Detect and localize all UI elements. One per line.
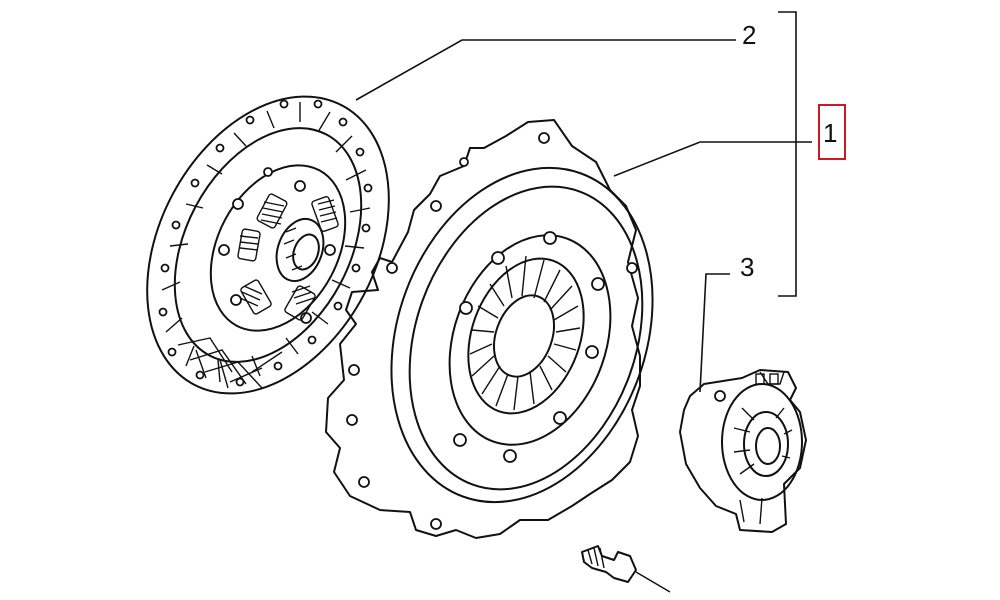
callout-label-1[interactable]: 1	[818, 104, 846, 160]
callout-label-2: 2	[742, 20, 756, 50]
callout-number-1: 1	[823, 118, 837, 148]
callout-number-3: 3	[740, 252, 754, 282]
friction-segments	[161, 102, 371, 383]
callout-leaders	[355, 11, 812, 393]
clutch-release-bearing[interactable]	[679, 369, 807, 533]
bolt[interactable]	[581, 545, 671, 593]
clutch-pressure-plate[interactable]	[325, 119, 697, 539]
cover-flange-holes	[346, 132, 638, 530]
hub-plate-rivets	[218, 167, 336, 324]
clutch-disc[interactable]	[98, 55, 437, 435]
highlight-box	[818, 104, 846, 160]
friction-ring-rivets	[158, 99, 373, 387]
damper-springs	[237, 193, 339, 321]
friction-hatch	[177, 337, 283, 389]
bearing-ribs	[733, 371, 793, 525]
callout-number-2: 2	[742, 20, 756, 50]
pressure-plate-bolt-holes	[453, 231, 605, 463]
callout-label-3: 3	[740, 252, 754, 282]
diaphragm-fingers	[469, 255, 581, 411]
